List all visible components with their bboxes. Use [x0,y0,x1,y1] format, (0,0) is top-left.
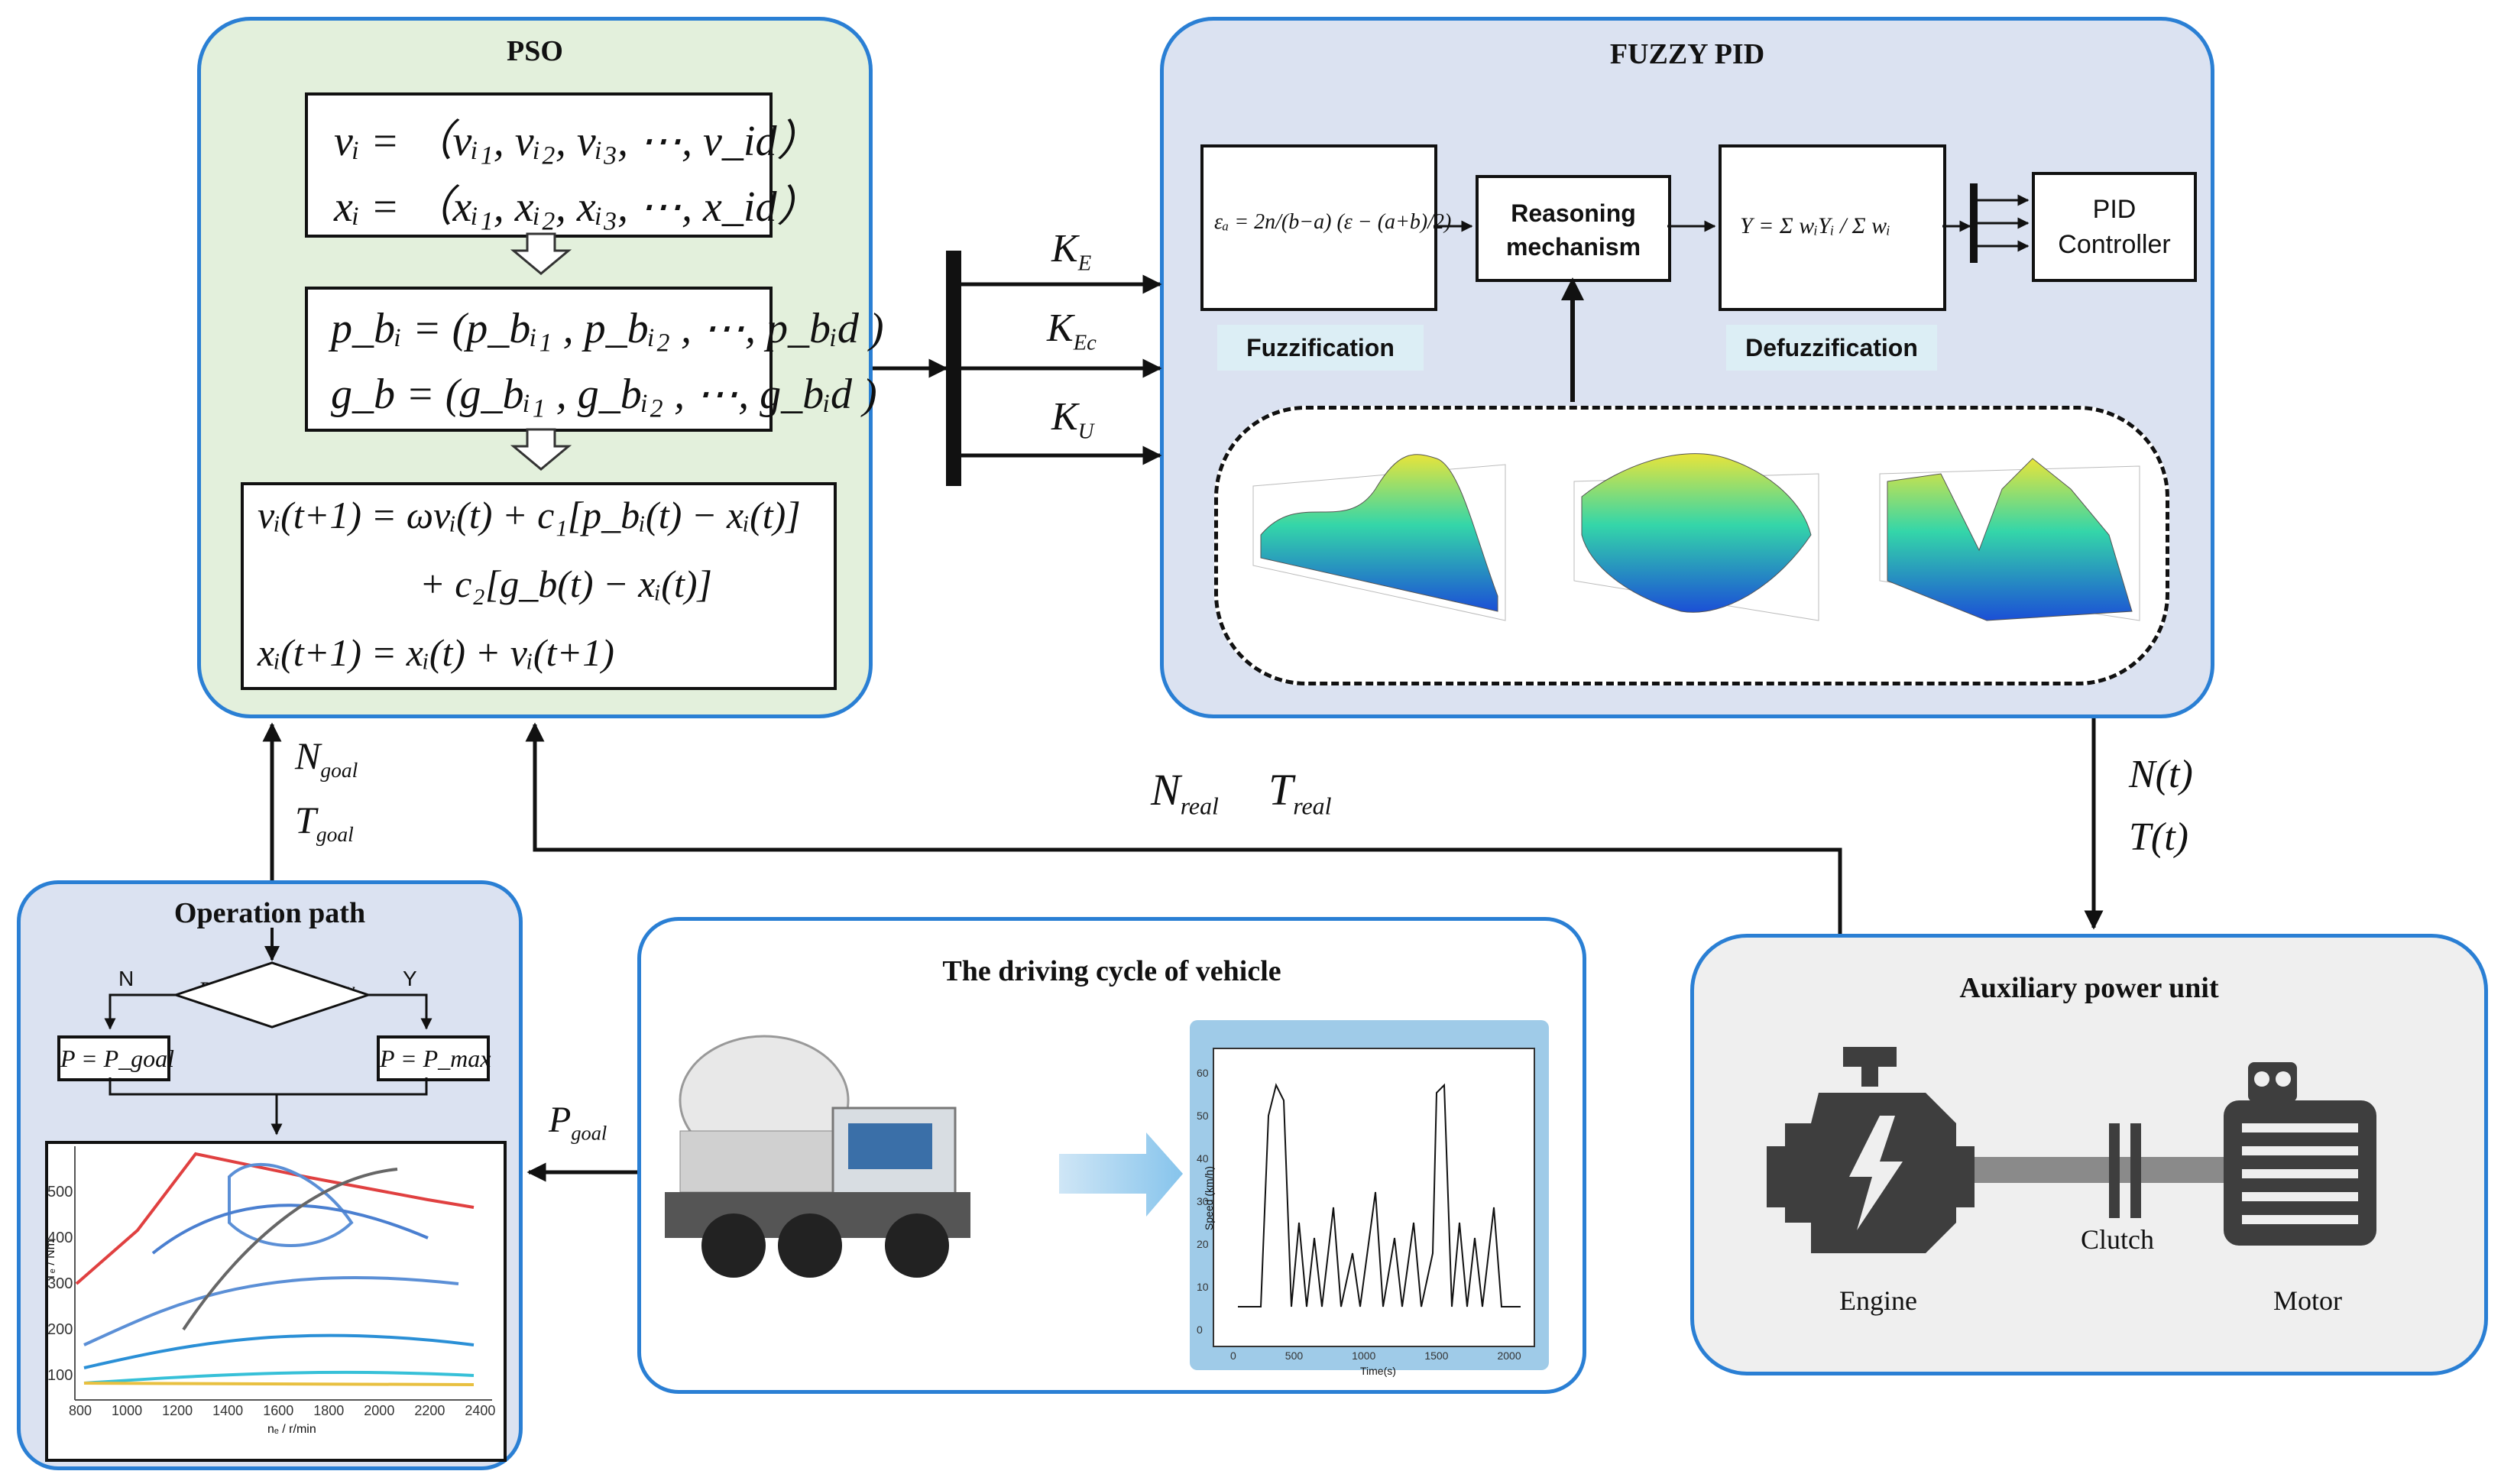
reasoning-mechanism-label: Reasoning mechanism [1505,199,1641,261]
ke-label: KE [1051,227,1092,276]
speed-chart [1213,1048,1535,1347]
rule-surface-1 [1252,454,1506,621]
ytick: 0 [1197,1324,1203,1336]
velocity-update-eq-cont: + c₂[g_b(t) − xᵢ(t)] [420,562,712,605]
real-feedback-arrow [525,722,1842,934]
drive-shaft [1975,1157,2224,1183]
pid-bus-bar [1970,183,1978,263]
motor-icon [2224,1062,2376,1246]
rule-surface-2 [1573,453,1819,621]
fuzzification-formula: εₐ = 2n/(b−a) (ε − (a+b)/2) [1214,210,1452,234]
efficiency-map-xlabel: nₑ / r/min [267,1423,316,1436]
xtick: 1500 [1424,1350,1449,1362]
branch-yes-label: Y [403,967,417,990]
kec-label: KEc [1047,306,1097,355]
p-max-assign: P = P_max [380,1045,491,1072]
pso-update-box: vᵢ(t+1) = ωvᵢ(t) + c₁[p_bᵢ(t) − xᵢ(t)] +… [241,482,837,690]
p-max-box: P = P_max [377,1035,491,1081]
ytick: 300 [47,1275,73,1292]
defuzzification-label: Defuzzification [1726,325,1937,371]
pid-controller-label: PID Controller [2058,195,2171,259]
motor-label: Motor [2273,1285,2342,1316]
n-goal-label: Ngoal [295,734,358,782]
xtick: 2000 [1497,1350,1521,1362]
efficiency-map-xticks: 800 1000 1200 1400 1600 1800 2000 2200 2… [69,1403,495,1419]
t-goal-label: Tgoal [295,799,354,846]
reasoning-mechanism-box: Reasoning mechanism [1476,175,1671,282]
fuzzy-pid-title: FUZZY PID [1609,38,1765,70]
speed-chart-xlabel: Time(s) [1360,1365,1396,1377]
clutch-icon [2109,1123,2141,1218]
global-best-eq: g_b = (g_bᵢ₁ , g_bᵢ₂ , ⋯, g_bᵢd ) [331,371,877,418]
fuzzification-formula-box: εₐ = 2n/(b−a) (ε − (a+b)/2) [1200,144,1451,311]
n-real-label: Nreal [1151,765,1219,820]
efficiency-map-yticks: 500 400 300 200 100 [47,1169,73,1398]
p-goal-box: P = P_goal [57,1035,174,1081]
p-goal-label: Pgoal [549,1100,607,1145]
condition-diamond [172,961,372,1029]
mixer-truck-image [665,1035,970,1278]
ytick: 500 [47,1184,73,1200]
ytick: 10 [1197,1281,1209,1293]
ytick: 50 [1197,1110,1209,1122]
personal-best-eq: p_bᵢ = (p_bᵢ₁ , p_bᵢ₂ , ⋯, p_bᵢd ) [331,305,884,352]
xtick: 1000 [112,1403,143,1418]
xtick: 1200 [162,1403,193,1418]
xtick: 500 [1285,1350,1304,1362]
xtick: 1800 [313,1403,345,1418]
xtick: 800 [69,1403,92,1418]
rule-surface-3 [1879,458,2140,621]
efficiency-map-plot [74,1146,492,1401]
xtick: 2000 [364,1403,395,1418]
gain-bus-bar [946,251,961,486]
clutch-label: Clutch [2081,1224,2154,1255]
fuzzification-label: Fuzzification [1217,325,1424,371]
xtick: 2200 [414,1403,445,1418]
position-update-eq: xᵢ(t+1) = xᵢ(t) + vᵢ(t+1) [258,631,614,674]
speed-chart-yticks: 60 50 40 30 20 10 0 [1197,1051,1209,1351]
xtick: 0 [1230,1350,1236,1362]
ytick: 40 [1197,1152,1209,1165]
efficiency-map-ylabel: Tₑ / Nm [44,1239,57,1281]
xtick: 1600 [263,1403,294,1418]
xtick: 2400 [465,1403,496,1418]
pso-panel: PSO vᵢ = （vᵢ₁, vᵢ₂, vᵢ₃, ⋯, v_id） xᵢ = （… [197,17,883,718]
pso-best-box: p_bᵢ = (p_bᵢ₁ , p_bᵢ₂ , ⋯, p_bᵢd ) g_b =… [305,287,883,432]
p-goal-assign: P = P_goal [60,1045,174,1072]
t-real-label: Treal [1268,765,1332,820]
operation-path-title: Operation path [173,897,366,929]
pso-flow-arrow-1 [510,232,572,275]
branch-no-label: N [118,967,134,990]
cycle-arrow [1059,1132,1183,1217]
xtick: 1400 [212,1403,244,1418]
speed-chart-xticks: 0 500 1000 1500 2000 [1230,1350,1521,1362]
efficiency-map-frame [45,1141,507,1462]
xtick: 1000 [1352,1350,1376,1362]
ytick: 60 [1197,1067,1209,1079]
engine-icon [1767,1047,1975,1253]
ytick: 20 [1197,1238,1209,1250]
ytick: 30 [1197,1195,1209,1207]
tt-label: T(t) [2129,815,2188,859]
velocity-vector-eq: vᵢ = （vᵢ₁, vᵢ₂, vᵢ₃, ⋯, v_id） [334,118,820,165]
defuzzification-formula: Y = Σ wᵢYᵢ / Σ wᵢ [1740,213,1890,238]
pso-title: PSO [507,35,563,67]
pso-flow-arrow-2 [510,428,572,471]
speed-chart-ylabel: Speed (km/h) [1203,1165,1216,1231]
ytick: 100 [47,1367,73,1384]
nt-label: N(t) [2129,753,2193,796]
defuzzification-formula-box: Y = Σ wᵢYᵢ / Σ wᵢ [1719,144,1946,311]
engine-label: Engine [1839,1285,1917,1316]
ytick: 400 [47,1230,73,1246]
ku-label: KU [1051,395,1094,444]
apu-title: Auxiliary power unit [1959,972,2219,1004]
driving-cycle-title: The driving cycle of vehicle [942,955,1281,987]
pid-controller-box: PID Controller [2032,172,2197,282]
position-vector-eq: xᵢ = （xᵢ₁, xᵢ₂, xᵢ₃, ⋯, x_id） [334,183,820,231]
ytick: 200 [47,1321,73,1338]
velocity-update-eq: vᵢ(t+1) = ωvᵢ(t) + c₁[p_bᵢ(t) − xᵢ(t)] [258,494,801,536]
